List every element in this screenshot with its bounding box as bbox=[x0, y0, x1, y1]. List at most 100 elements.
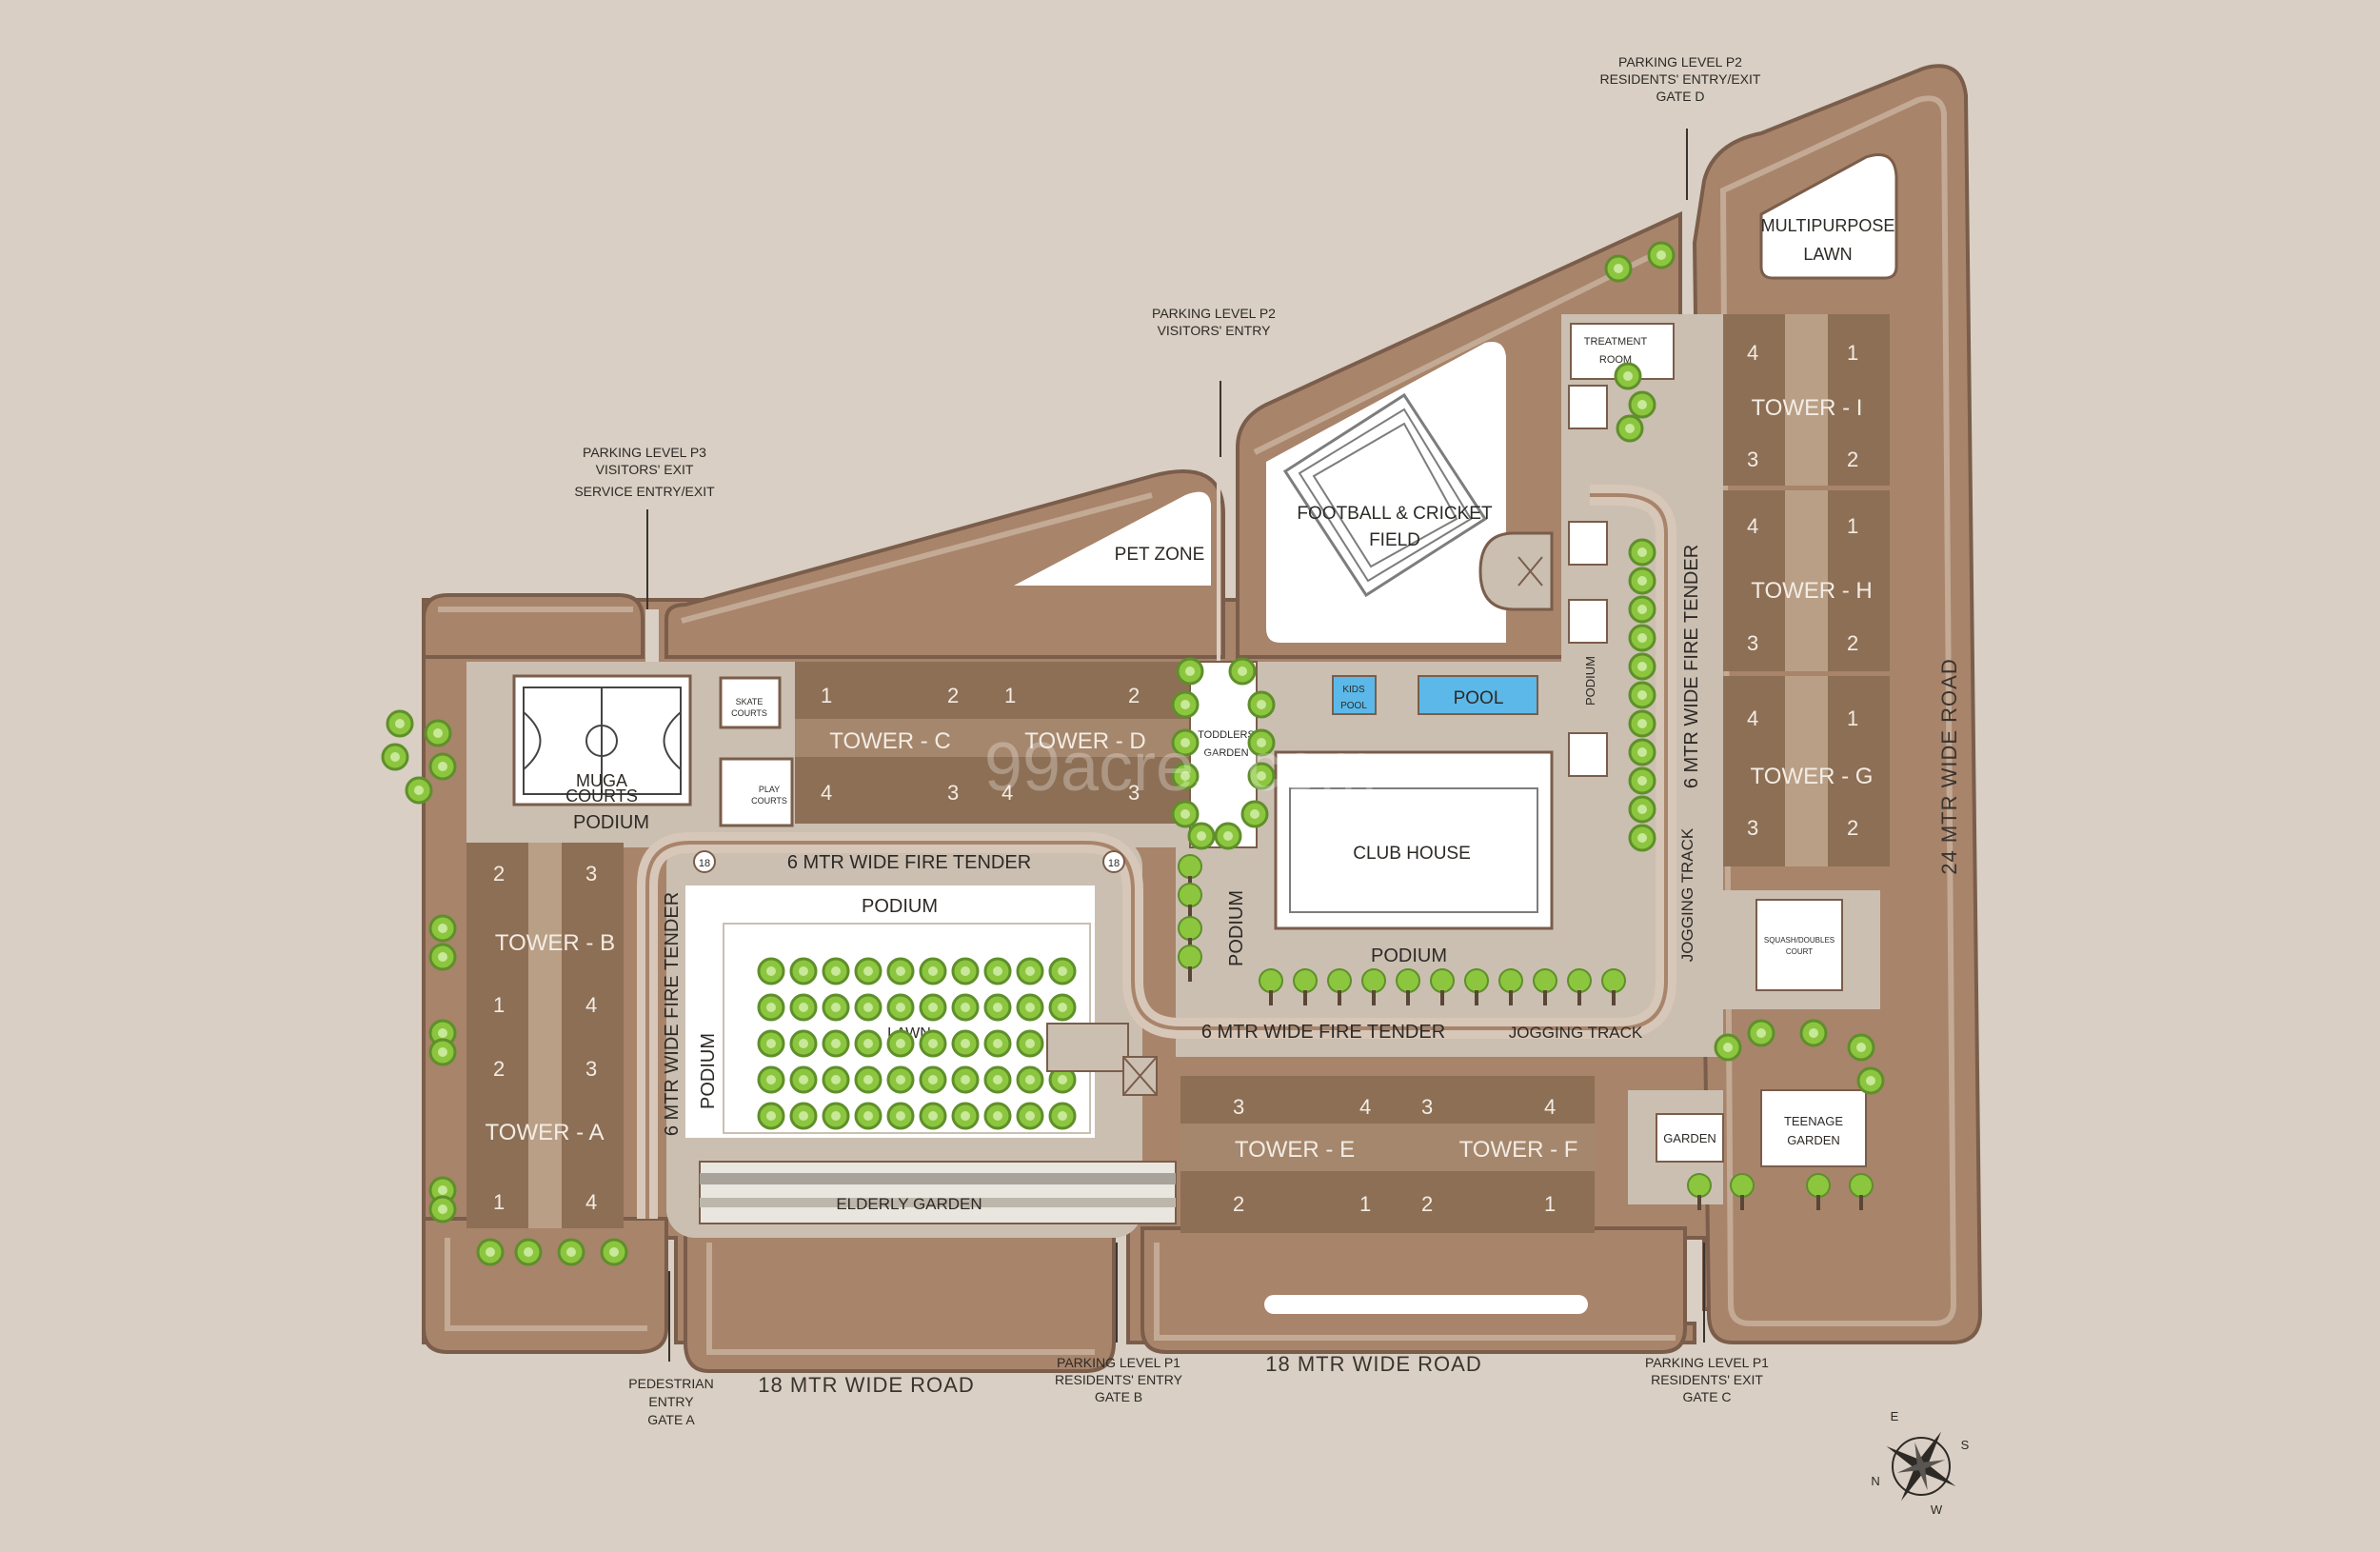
tower-f-label: TOWER - F bbox=[1459, 1137, 1578, 1163]
gate-b-line-2: RESIDENTS' ENTRY bbox=[1055, 1372, 1183, 1387]
tree-icon bbox=[1628, 538, 1656, 567]
svg-text:PET ZONE: PET ZONE bbox=[1115, 545, 1205, 565]
tower-g-label: TOWER - G bbox=[1751, 764, 1874, 789]
tower-a-label: TOWER - A bbox=[486, 1120, 605, 1145]
svg-text:TODDLERS: TODDLERS bbox=[1198, 729, 1255, 741]
gate-d-line-3: GATE D bbox=[1656, 89, 1704, 104]
svg-text:GARDEN: GARDEN bbox=[1787, 1133, 1840, 1147]
tower-f-wing-1: 1 bbox=[1544, 1192, 1556, 1216]
tower-i-wing-3: 3 bbox=[1747, 448, 1758, 471]
compass-rose: E S N W bbox=[1871, 1409, 1969, 1517]
tree-icon bbox=[514, 1238, 543, 1266]
svg-text:MUGA: MUGA bbox=[576, 771, 627, 790]
tree-icon bbox=[789, 993, 818, 1022]
tower-b: 2 3 1 4 TOWER - B bbox=[466, 843, 624, 1038]
tree-icon bbox=[1714, 1033, 1742, 1062]
tree-icon bbox=[886, 1102, 915, 1130]
tower-g-wing-2: 2 bbox=[1847, 816, 1858, 840]
gate-callouts: PARKING LEVEL P2 RESIDENTS' ENTRY/EXIT G… bbox=[574, 54, 1769, 1427]
tree-icon bbox=[951, 993, 980, 1022]
multipurpose-lawn: MULTIPURPOSE LAWN bbox=[1759, 153, 1898, 280]
tree-icon bbox=[600, 1238, 628, 1266]
tower-a: 2 3 1 4 TOWER - A bbox=[466, 1038, 624, 1228]
fire-tender-label-right: 6 MTR WIDE FIRE TENDER bbox=[1681, 545, 1702, 788]
tree-icon bbox=[428, 1195, 457, 1224]
elderly-garden: ELDERLY GARDEN bbox=[699, 1161, 1177, 1224]
tree-icon bbox=[1628, 652, 1656, 681]
tower-e-wing-3: 3 bbox=[1233, 1095, 1244, 1119]
tree-icon bbox=[919, 1065, 947, 1094]
road-18-label-right: 18 MTR WIDE ROAD bbox=[1265, 1352, 1481, 1376]
tree-icon bbox=[428, 752, 457, 781]
tree-icon bbox=[983, 1102, 1012, 1130]
road-marker-right: 18 bbox=[1108, 858, 1120, 869]
tree-icon bbox=[983, 1029, 1012, 1058]
tower-f-wing-2: 2 bbox=[1421, 1192, 1433, 1216]
fire-tender-label-left: 6 MTR WIDE FIRE TENDER bbox=[662, 892, 683, 1136]
tower-h-wing-4: 4 bbox=[1747, 514, 1758, 538]
tree-icon bbox=[1016, 1102, 1044, 1130]
tree-icon bbox=[757, 1065, 785, 1094]
tree-icon bbox=[1247, 690, 1276, 719]
tower-i: 4 1 3 2 TOWER - I bbox=[1723, 314, 1890, 486]
svg-text:LAWN: LAWN bbox=[1803, 245, 1852, 264]
compass-w: W bbox=[1931, 1502, 1943, 1517]
tower-a-wing-4: 4 bbox=[585, 1190, 597, 1214]
gate-c-line-2: RESIDENTS' EXIT bbox=[1651, 1372, 1763, 1387]
svg-text:MULTIPURPOSE: MULTIPURPOSE bbox=[1761, 216, 1895, 235]
compass-e: E bbox=[1891, 1409, 1899, 1423]
tower-b-label: TOWER - B bbox=[495, 930, 615, 956]
tower-a-wing-3: 3 bbox=[585, 1057, 597, 1081]
compass-n: N bbox=[1871, 1474, 1879, 1488]
tree-icon bbox=[951, 957, 980, 985]
tree-icon bbox=[757, 1029, 785, 1058]
tree-icon bbox=[1847, 1033, 1875, 1062]
tree-icon bbox=[1171, 690, 1200, 719]
tower-i-label: TOWER - I bbox=[1752, 395, 1863, 421]
p3-line-3: SERVICE ENTRY/EXIT bbox=[574, 484, 715, 499]
tree-icon bbox=[1628, 738, 1656, 766]
tree-icon bbox=[886, 1029, 915, 1058]
tower-d-wing-2: 2 bbox=[1128, 684, 1140, 707]
podium-label-2: PODIUM bbox=[862, 896, 938, 917]
tree-icon bbox=[822, 1065, 850, 1094]
teenage-garden: TEENAGE GARDEN bbox=[1760, 1089, 1867, 1167]
tree-icon bbox=[386, 709, 414, 738]
tree-icon bbox=[428, 943, 457, 971]
tree-icon bbox=[1176, 657, 1204, 686]
tree-icon bbox=[1604, 254, 1633, 283]
svg-text:SKATE: SKATE bbox=[736, 697, 764, 706]
tower-h-wing-1: 1 bbox=[1847, 514, 1858, 538]
tower-i-wing-4: 4 bbox=[1747, 341, 1758, 365]
tower-c-wing-4: 4 bbox=[821, 781, 832, 805]
seating-boxes bbox=[1264, 385, 1608, 1314]
tree-icon bbox=[822, 1029, 850, 1058]
tower-d-wing-3: 3 bbox=[1128, 781, 1140, 805]
tree-icon bbox=[789, 1029, 818, 1058]
play-courts: PLAY COURTS bbox=[719, 757, 794, 827]
tree-icon bbox=[381, 743, 409, 771]
tree-icon bbox=[1016, 957, 1044, 985]
tower-g: 4 1 3 2 TOWER - G bbox=[1723, 676, 1890, 866]
svg-text:PLAY: PLAY bbox=[759, 785, 780, 794]
tree-icon bbox=[1228, 657, 1257, 686]
tower-d: 1 2 4 3 TOWER - D bbox=[985, 662, 1190, 824]
tower-b-wing-2: 2 bbox=[493, 862, 505, 885]
svg-text:KIDS: KIDS bbox=[1342, 685, 1365, 695]
pool: POOL bbox=[1418, 675, 1538, 715]
svg-text:COURT: COURT bbox=[1786, 947, 1813, 956]
tree-icon bbox=[1016, 1029, 1044, 1058]
tree-icon bbox=[1187, 822, 1216, 850]
podium-label-4: PODIUM bbox=[698, 1033, 719, 1109]
tree-icon bbox=[854, 957, 883, 985]
tree-icon bbox=[886, 993, 915, 1022]
tower-h: 4 1 3 2 TOWER - H bbox=[1723, 490, 1890, 671]
podium-label-1: PODIUM bbox=[573, 812, 649, 833]
podium-label-3: PODIUM bbox=[1371, 945, 1447, 966]
svg-text:COURTS: COURTS bbox=[565, 786, 638, 806]
svg-text:SQUASH/DOUBLES: SQUASH/DOUBLES bbox=[1764, 936, 1835, 945]
tree-icon bbox=[919, 1102, 947, 1130]
tree-icon bbox=[757, 957, 785, 985]
tree-icon bbox=[1628, 681, 1656, 709]
p2-visitors-line-2: VISITORS' ENTRY bbox=[1158, 323, 1272, 338]
